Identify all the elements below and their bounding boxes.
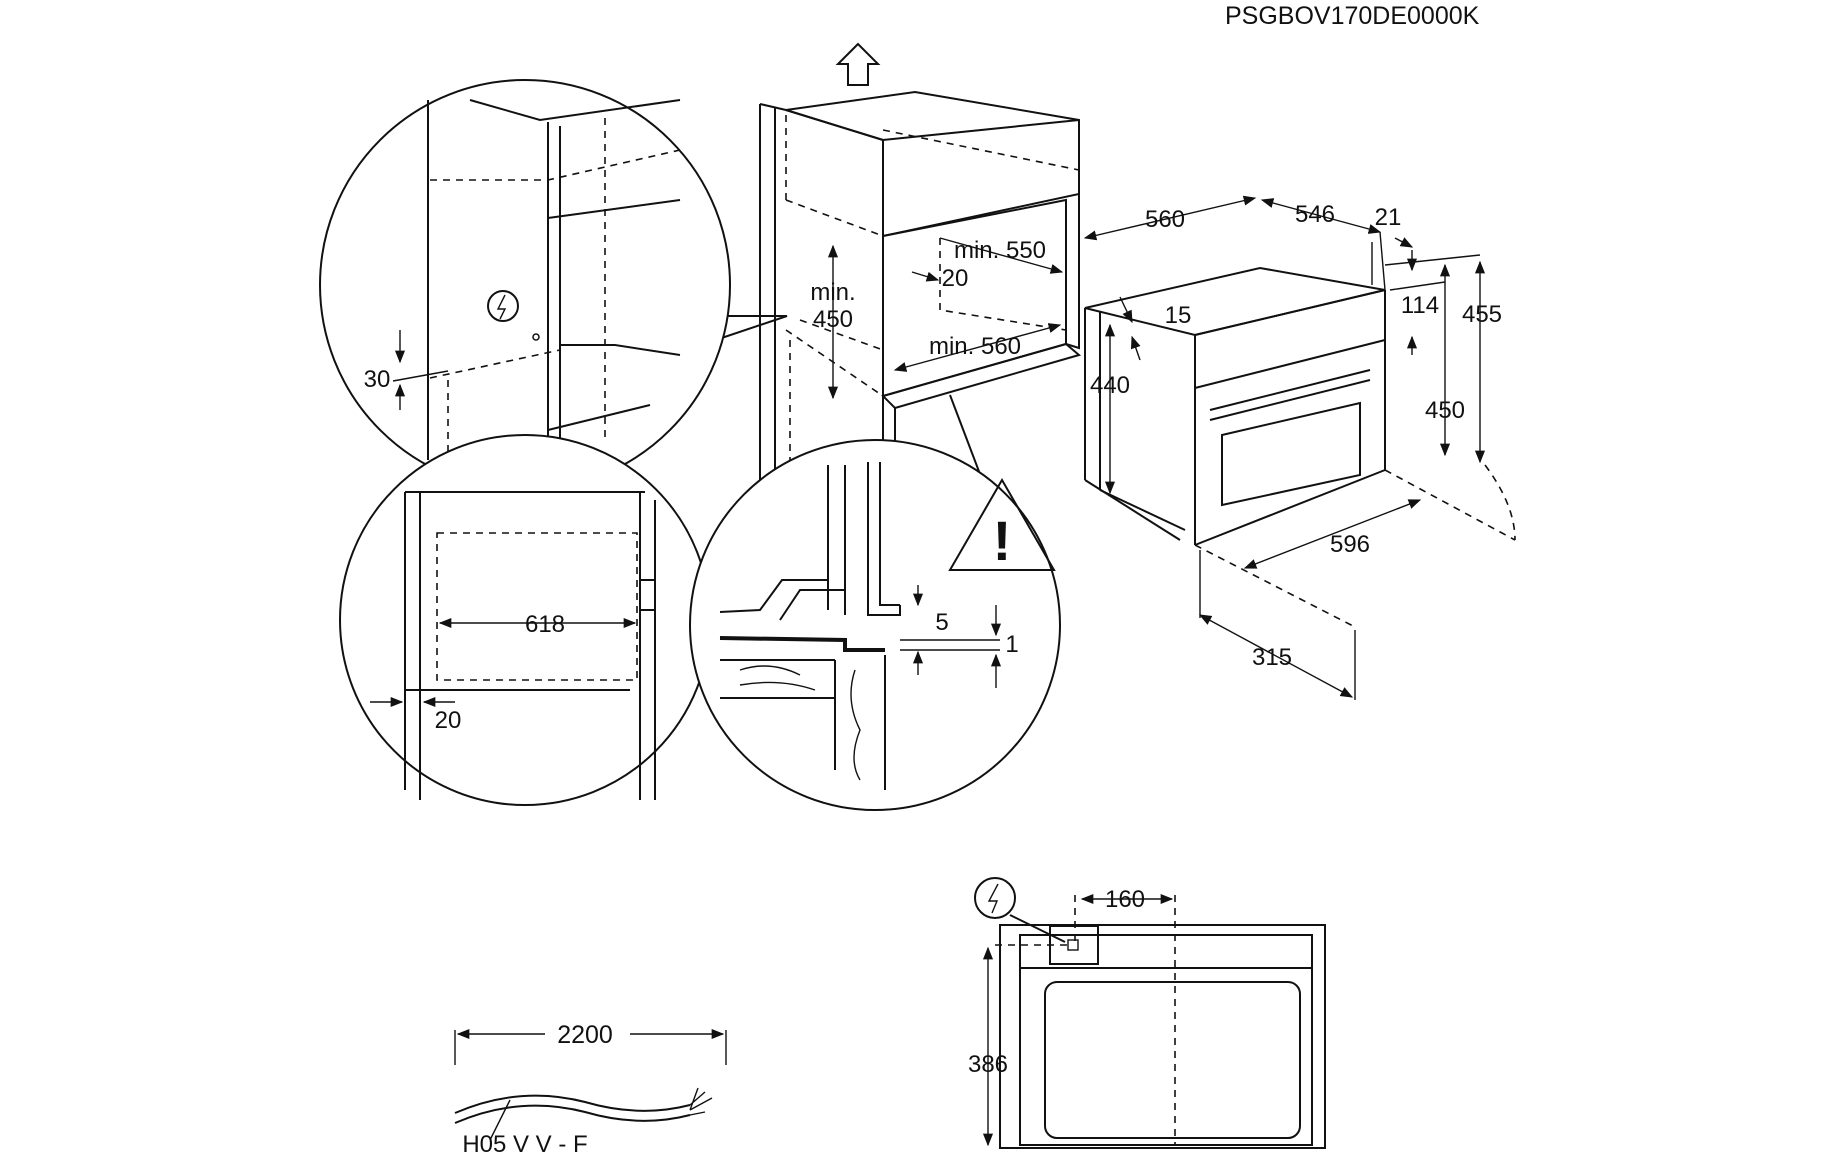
cable-type-label: H05 V V - F bbox=[462, 1131, 587, 1155]
detail-circle-socket: 30 bbox=[319, 79, 731, 491]
oven-drawing: 560 546 21 114 450 455 15 440 596 315 bbox=[1083, 195, 1516, 700]
dim-15-label: 15 bbox=[1165, 302, 1192, 329]
dim-618-label: 618 bbox=[525, 611, 565, 638]
dim-546-label: 546 bbox=[1295, 201, 1335, 228]
dim-450-right-label: 450 bbox=[1425, 397, 1465, 424]
electric-connection-icon bbox=[974, 877, 1016, 919]
dim-21-label: 21 bbox=[1375, 204, 1402, 231]
niche-20-label: 20 bbox=[942, 265, 969, 292]
document-code: PSGBOV170DE0000K bbox=[1225, 2, 1480, 30]
dim-386-label: 386 bbox=[968, 1051, 1008, 1078]
warning-triangle-icon: ! bbox=[948, 478, 1056, 572]
cable-drawing: 2200 H05 V V - F bbox=[454, 1021, 727, 1155]
warning-symbol: ! bbox=[993, 509, 1012, 572]
dim-30-label: 30 bbox=[364, 366, 391, 393]
dim-5-label: 5 bbox=[935, 609, 948, 636]
cable-length-label: 2200 bbox=[557, 1021, 613, 1049]
min-550-label: min. 550 bbox=[954, 237, 1046, 264]
dim-315-label: 315 bbox=[1252, 644, 1292, 671]
dim-596-label: 596 bbox=[1330, 531, 1370, 558]
dim-1-label: 1 bbox=[1005, 631, 1018, 658]
dim-114-label: 114 bbox=[1401, 292, 1439, 319]
arrow-up-icon bbox=[835, 42, 881, 86]
dim-560-top-label: 560 bbox=[1145, 206, 1185, 233]
detail-circle-gap: 5 1 ! bbox=[689, 439, 1061, 811]
min-560-label: min. 560 bbox=[929, 333, 1021, 360]
detail-circle-width: 618 20 bbox=[339, 434, 711, 806]
electric-connection-icon bbox=[487, 290, 519, 322]
dim-440-label: 440 bbox=[1090, 372, 1130, 399]
front-view-drawing: 160 386 bbox=[968, 877, 1326, 1149]
min-450-label-a: min. bbox=[810, 279, 855, 306]
dim-160-label: 160 bbox=[1105, 886, 1145, 913]
min-450-label-b: 450 bbox=[813, 306, 853, 333]
dim-455-label: 455 bbox=[1462, 301, 1502, 328]
dim-20-detail-label: 20 bbox=[435, 707, 462, 734]
